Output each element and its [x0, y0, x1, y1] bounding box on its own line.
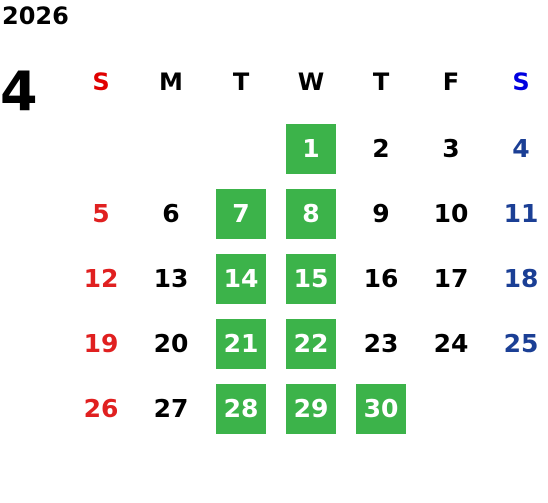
calendar-day-8[interactable]: 8	[286, 189, 336, 239]
weekday-header-thursday: T	[372, 68, 390, 96]
weekday-header-wednesday: W	[297, 68, 325, 96]
calendar-day-17[interactable]: 17	[433, 264, 469, 293]
calendar-day-22[interactable]: 22	[286, 319, 336, 369]
calendar-day-20[interactable]: 20	[153, 329, 189, 358]
weekday-header-friday: F	[442, 68, 460, 96]
calendar-day-2[interactable]: 2	[372, 134, 390, 163]
calendar-day-21[interactable]: 21	[216, 319, 266, 369]
calendar-day-13[interactable]: 13	[153, 264, 189, 293]
month-number: 4	[0, 60, 38, 123]
weekday-header-sunday: S	[92, 68, 110, 96]
calendar-day-7[interactable]: 7	[216, 189, 266, 239]
weekday-header-monday: M	[159, 68, 183, 96]
calendar-day-12[interactable]: 12	[83, 264, 119, 293]
calendar-day-23[interactable]: 23	[363, 329, 399, 358]
calendar-day-10[interactable]: 10	[433, 199, 469, 228]
calendar-day-24[interactable]: 24	[433, 329, 469, 358]
weekday-header-saturday: S	[512, 68, 530, 96]
weekday-header-tuesday: T	[232, 68, 250, 96]
calendar-day-9[interactable]: 9	[372, 199, 390, 228]
calendar-day-27[interactable]: 27	[153, 394, 189, 423]
calendar-day-30[interactable]: 30	[356, 384, 406, 434]
calendar-day-4[interactable]: 4	[512, 134, 530, 163]
calendar-day-18[interactable]: 18	[503, 264, 539, 293]
calendar-day-19[interactable]: 19	[83, 329, 119, 358]
weekday-header-row: S M T W T F S	[66, 62, 548, 102]
calendar-day-3[interactable]: 3	[442, 134, 460, 163]
calendar-day-29[interactable]: 29	[286, 384, 336, 434]
calendar-day-6[interactable]: 6	[162, 199, 180, 228]
calendar-day-28[interactable]: 28	[216, 384, 266, 434]
calendar-day-1[interactable]: 1	[286, 124, 336, 174]
calendar-day-25[interactable]: 25	[503, 329, 539, 358]
calendar-day-14[interactable]: 14	[216, 254, 266, 304]
calendar-day-16[interactable]: 16	[363, 264, 399, 293]
calendar-day-5[interactable]: 5	[92, 199, 110, 228]
year-label: 2026	[2, 2, 69, 30]
calendar-day-26[interactable]: 26	[83, 394, 119, 423]
calendar-day-11[interactable]: 11	[503, 199, 539, 228]
calendar-day-15[interactable]: 15	[286, 254, 336, 304]
